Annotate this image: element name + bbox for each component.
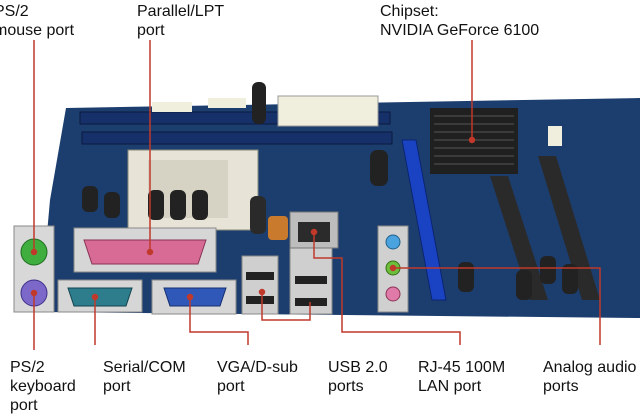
label-ps2-mouse: PS/2 mouse port [0,3,75,39]
label-parallel-port: Parallel/LPT port [137,3,225,39]
usb-stack-left [241,255,279,315]
serial-port [67,287,133,307]
usb-port [295,276,327,284]
connector-white [548,126,562,146]
leader-usb [261,292,311,321]
pci-slot-2 [538,156,600,300]
usb-port [295,298,327,306]
leader-dot [468,136,476,144]
header-white-2 [208,98,246,108]
leader-dot [389,264,397,272]
capacitor [192,190,208,220]
usb-port [246,272,274,280]
leader-dot [310,228,318,236]
leader-dot [258,288,266,296]
capacitor [250,196,266,234]
label-ps2-keyboard: PS/2 keyboard port [10,359,76,414]
parallel-port [83,239,207,265]
capacitor [148,190,164,220]
label-vga-port: VGA/D-sub port [217,359,298,395]
capacitor [458,262,474,292]
capacitor [170,190,186,220]
dimm-slot-2 [81,131,393,145]
capacitor [104,192,120,218]
label-analog-audio: Analog audio ports [543,359,637,395]
leader-vga [189,297,249,345]
leader-analog [393,267,601,345]
leader-dot [91,293,99,301]
label-chipset: Chipset: NVIDIA GeForce 6100 [380,3,540,39]
label-rj45-port: RJ-45 100M LAN port [418,359,506,395]
usb-port [246,296,274,304]
audio-mic-jack [385,286,401,302]
header-white-1 [152,102,192,112]
pci-express-slot [401,139,447,301]
capacitor [540,256,556,284]
capacitor [370,150,388,186]
capacitor [516,270,532,300]
leader-rj45 [313,232,461,345]
leader-dot [146,248,154,256]
audio-line-in-jack [385,234,401,250]
vga-port [163,287,227,307]
capacitor [82,186,98,212]
inductor [268,216,288,240]
capacitor [562,264,578,294]
pci-slot-1 [490,176,548,300]
label-serial-port: Serial/COM port [103,359,186,395]
capacitor-top [252,82,266,124]
leader-dot [30,248,38,256]
label-usb-ports: USB 2.0 ports [328,359,388,395]
leader-dot [30,289,38,297]
leader-dot [186,293,194,301]
memory-connector [277,95,379,127]
